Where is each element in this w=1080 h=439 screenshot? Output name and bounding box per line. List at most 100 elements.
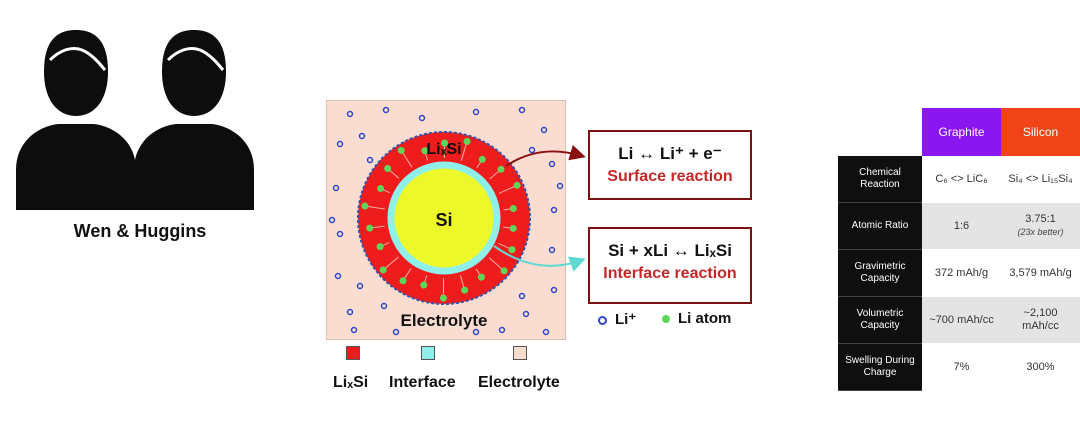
row-label: Chemical Reaction [838,156,922,203]
li-ion-dot [548,246,556,254]
li-atom-dot [397,146,405,154]
legend-label-lixsi: LiₓSi [333,374,369,391]
li-ion-dot [518,106,526,114]
li-ion-particles [328,106,564,336]
li-ion-dot [542,328,550,336]
li-ion-dot [346,308,354,316]
li-ion-dot [366,156,374,164]
table-header-row: Graphite Silicon [838,108,1080,156]
cell-silicon: 3.75:1 (23x better) [1001,202,1080,250]
cell-graphite: 7% [922,343,1001,391]
person-icon [16,30,136,210]
li-atom-icon [662,315,670,324]
person-icon [134,30,254,210]
legend-label-interface: Interface [389,374,456,391]
li-atom-dot [461,286,469,294]
li-atom-particles [361,137,521,302]
li-ion-dot [380,302,388,310]
li-ion-dot [418,114,426,122]
li-atom-dot [441,139,449,147]
li-ion-dot [332,184,340,192]
cell-graphite: ~700 mAh/cc [922,296,1001,344]
row-label: Atomic Ratio [838,202,922,250]
li-ion-icon [598,315,607,325]
li-atom-dot [500,267,508,275]
li-ion-dot [328,216,336,224]
core-label: Si [435,210,452,230]
interface-reaction-box: Si + xLi ↔ LiₓSi Interface reaction [588,227,752,304]
header-graphite: Graphite [922,108,1001,156]
li-ion-dot [358,132,366,140]
li-ion-dot [556,182,564,190]
li-atom-dot [509,205,517,213]
li-atom-dot [509,224,517,232]
cell-graphite: 1:6 [922,202,1001,250]
cell-silicon: ~2,100 mAh/cc [1001,296,1080,344]
li-atom-key: Li atom [662,310,731,327]
li-atom-dot [399,277,407,285]
cell-graphite: 372 mAh/g [922,249,1001,297]
table-row: Chemical Reaction C₆ <> LiC₆ Si₄ <> Li₁₅… [838,156,1080,203]
li-ion-dot [382,106,390,114]
surface-reaction-box: Li ↔ Li⁺ + e⁻ Surface reaction [588,130,752,200]
row-label: Volumetric Capacity [838,296,922,344]
cell-silicon-value: 3.75:1 [1025,213,1056,225]
li-ion-dot [346,110,354,118]
li-atom-dot [384,164,392,172]
li-ion-dot [548,160,556,168]
li-ion-dot [528,146,536,154]
li-atom-dot [497,165,505,173]
si-core [387,161,501,275]
li-atom-dot [439,294,447,302]
legend-swatch-interface [421,346,435,360]
cell-silicon: 300% [1001,343,1080,391]
interface-equation: Si + xLi ↔ LiₓSi [608,241,732,260]
people-illustration [16,30,254,210]
li-ion-key: Li⁺ [598,310,636,328]
li-ion-dot [356,282,364,290]
li-atom-dot [361,202,369,210]
cell-silicon-note: (23x better) [1017,227,1064,237]
li-ion-dot [334,272,342,280]
li-ion-dot [472,108,480,116]
table-row: Volumetric Capacity ~700 mAh/cc ~2,100 m… [838,296,1080,344]
li-atom-dot [420,281,428,289]
surface-equation: Li ↔ Li⁺ + e⁻ [618,144,722,163]
li-atom-dot [463,137,471,145]
li-ion-dot [540,126,548,134]
li-ion-dot [350,326,358,334]
table-row: Gravimetric Capacity 372 mAh/g 3,579 mAh… [838,249,1080,297]
li-ion-dot [336,230,344,238]
li-ion-dot [336,140,344,148]
li-atom-dot [376,243,384,251]
li-ion-dot [522,310,530,318]
li-ion-label: Li⁺ [615,311,637,328]
cell-silicon: 3,579 mAh/g [1001,249,1080,297]
cell-graphite: C₆ <> LiC₆ [922,156,1001,203]
li-atom-dot [477,273,485,281]
header-silicon: Silicon [1001,108,1080,156]
li-ion-dot [392,328,400,336]
table-row: Atomic Ratio 1:6 3.75:1 (23x better) [838,202,1080,250]
comparison-table: Graphite Silicon Chemical Reaction C₆ <>… [838,108,1080,391]
legend-swatch-lixsi [346,346,360,360]
silicon-particle-diagram: LiₓSi Si Electrolyte [326,100,566,340]
table-row: Swelling During Charge 7% 300% [838,343,1080,391]
li-atom-dot [379,266,387,274]
li-atom-label: Li atom [678,310,732,327]
surface-reaction-label: Surface reaction [607,168,733,185]
li-atom-dot [478,155,486,163]
electrolyte-label: Electrolyte [401,311,488,330]
li-atom-dot [377,184,385,192]
li-atom-dot [421,147,429,155]
authors-caption: Wen & Huggins [73,221,207,241]
li-ion-dot [472,328,480,336]
cell-silicon: Si₄ <> Li₁₅Si₄ [1001,156,1080,203]
li-atom-dot [513,181,521,189]
row-label: Gravimetric Capacity [838,249,922,297]
shell-label: LiₓSi [426,141,461,158]
legend-swatch-electrolyte [513,346,527,360]
legend-label-electrolyte: Electrolyte [478,374,560,391]
row-label: Swelling During Charge [838,343,922,391]
li-atom-dot [508,246,516,254]
